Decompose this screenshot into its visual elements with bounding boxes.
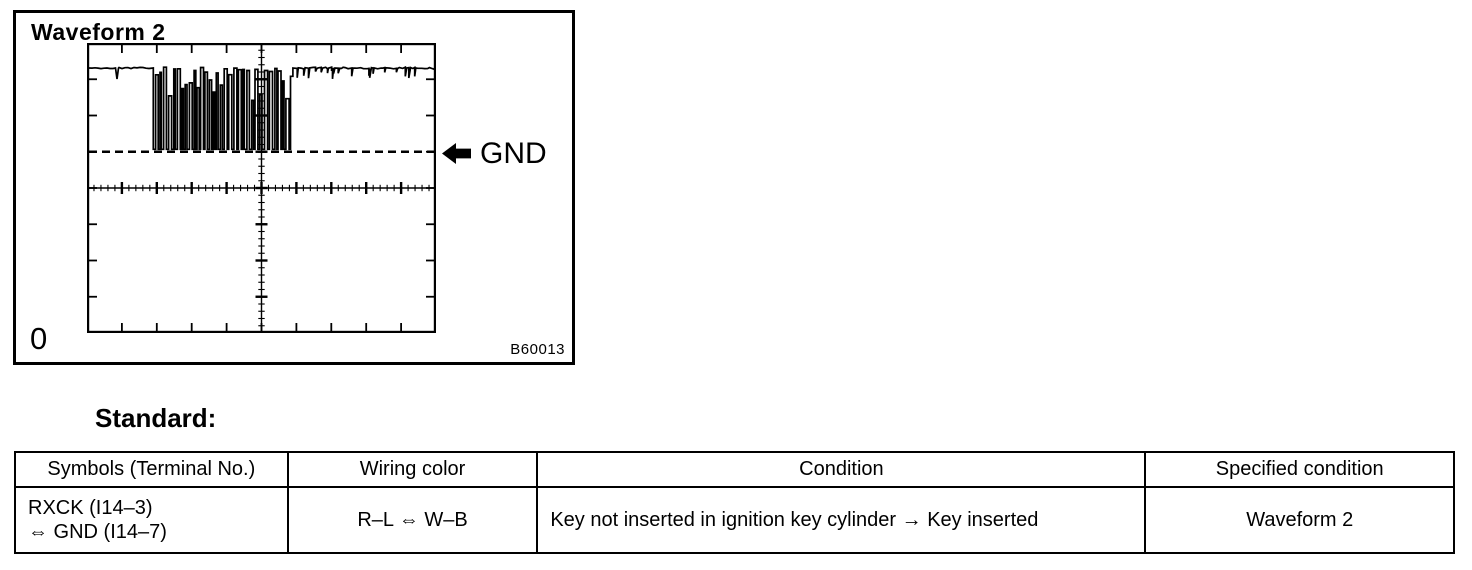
zero-level-label: 0 bbox=[30, 321, 48, 356]
cell-condition: Key not inserted in ignition key cylinde… bbox=[536, 486, 1147, 554]
standard-heading: Standard: bbox=[95, 403, 217, 433]
cell-wiring-color: R–L ⇔ W–B bbox=[286, 486, 539, 554]
waveform-figure-box: Waveform 2 GND 0 B60013 bbox=[13, 10, 575, 365]
oscilloscope-grid bbox=[87, 43, 436, 333]
col-header-condition: Condition bbox=[536, 451, 1147, 488]
symbols-line-2: ⇔ GND (I14–7) bbox=[28, 521, 167, 543]
col-header-specified-condition: Specified condition bbox=[1144, 451, 1455, 488]
cell-symbols: RXCK (I14–3) ⇔ GND (I14–7) bbox=[14, 486, 289, 554]
gnd-label: GND bbox=[480, 136, 547, 170]
col-header-symbols: Symbols (Terminal No.) bbox=[14, 451, 289, 488]
gnd-callout: GND bbox=[442, 136, 547, 170]
col-header-wiring-color: Wiring color bbox=[286, 451, 539, 488]
figure-title: Waveform 2 bbox=[31, 19, 166, 45]
cell-specified-condition: Waveform 2 bbox=[1144, 486, 1455, 554]
table-header-row: Symbols (Terminal No.) Wiring color Cond… bbox=[14, 451, 1455, 488]
symbols-line-1: RXCK (I14–3) bbox=[28, 497, 153, 519]
table-row: RXCK (I14–3) ⇔ GND (I14–7) R–L ⇔ W–B Key… bbox=[14, 486, 1455, 554]
left-arrow-icon bbox=[442, 143, 471, 165]
figure-id: B60013 bbox=[510, 341, 565, 358]
standard-table: Symbols (Terminal No.) Wiring color Cond… bbox=[14, 451, 1455, 554]
